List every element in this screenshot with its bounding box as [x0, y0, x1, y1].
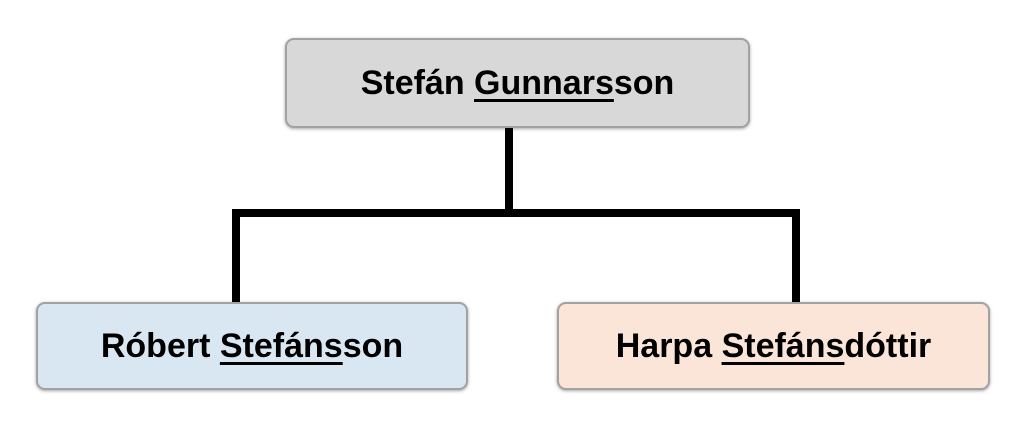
name-suffix: dóttir — [844, 326, 932, 365]
person-name-child-left: Róbert Stefánsson — [101, 327, 403, 366]
name-underlined-part: Stefáns — [721, 326, 845, 365]
name-suffix: son — [613, 63, 675, 102]
person-name-child-right: Harpa Stefánsdóttir — [616, 327, 932, 366]
tree-node-parent: Stefán Gunnarsson — [285, 38, 750, 128]
person-name-parent: Stefán Gunnarsson — [361, 64, 675, 103]
tree-node-child-left: Róbert Stefánsson — [36, 302, 468, 390]
connector-parent-stem — [505, 128, 513, 216]
name-underlined-part: Stefáns — [219, 326, 343, 365]
connector-drop-to-left-child — [232, 209, 240, 303]
name-suffix: son — [342, 326, 404, 365]
name-prefix: Róbert — [100, 326, 220, 365]
name-underlined-part: Gunnars — [474, 63, 614, 102]
name-prefix: Harpa — [615, 326, 722, 365]
connector-horizontal-bar — [232, 209, 800, 217]
name-prefix: Stefán — [360, 63, 475, 102]
tree-node-child-right: Harpa Stefánsdóttir — [557, 302, 990, 390]
connector-drop-to-right-child — [792, 209, 800, 303]
